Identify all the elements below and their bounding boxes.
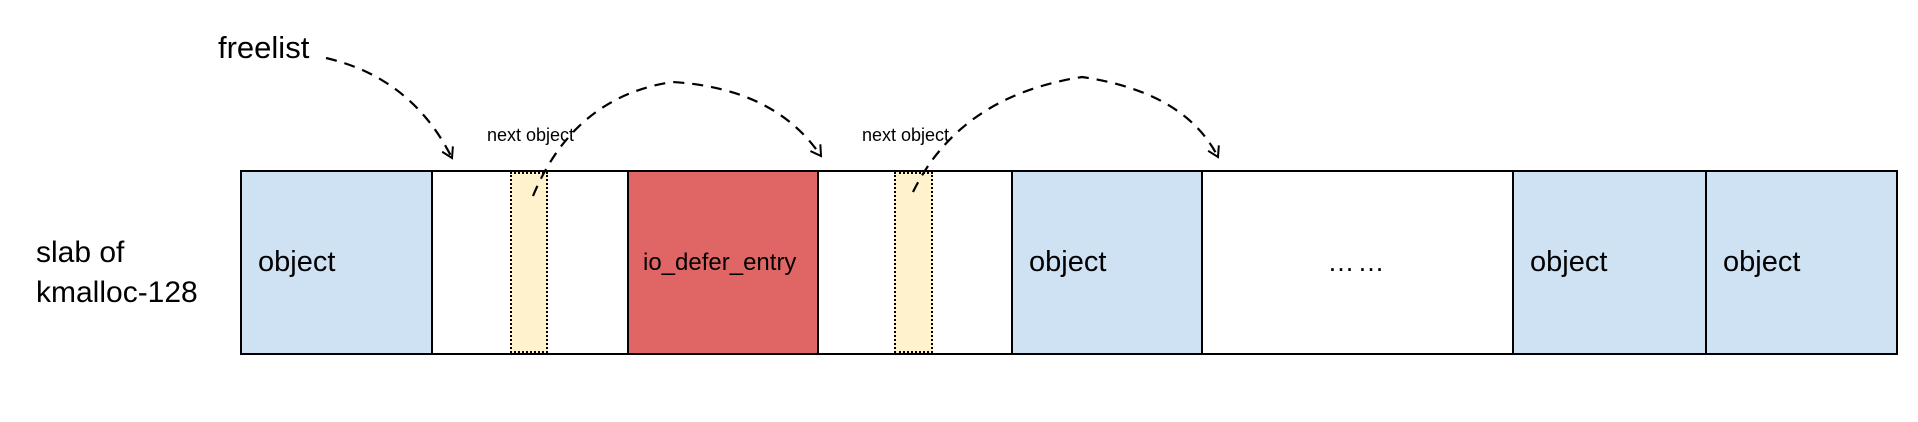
freelist-label: freelist [218, 30, 310, 65]
freelist-pointer-cell-1 [510, 172, 548, 353]
slot-object-2: object [1011, 172, 1203, 353]
slab-label-line1: slab of [36, 236, 125, 269]
slab-container: object io_defer_entry object …… object o… [240, 170, 1898, 355]
ellipsis-label: …… [1327, 247, 1388, 277]
slot-object-4: object [1707, 172, 1896, 353]
slot-free-1 [433, 172, 627, 353]
freelist-pointer-cell-2 [894, 172, 933, 353]
next-object-label-2: next object [862, 125, 950, 145]
slot-object-4-label: object [1723, 246, 1801, 278]
slot-io-defer-entry: io_defer_entry [627, 172, 819, 353]
slot-ellipsis: …… [1203, 172, 1512, 353]
slab-label-line2: kmalloc-128 [36, 276, 198, 309]
slot-object-3: object [1512, 172, 1707, 353]
slot-object-2-label: object [1029, 246, 1107, 278]
slot-object-1-label: object [258, 246, 336, 278]
arrow-freelist-to-free-slot-1 [325, 56, 454, 160]
slab-label: slab of kmalloc-128 [36, 233, 198, 313]
slot-object-1: object [242, 172, 433, 353]
io-defer-entry-label: io_defer_entry [643, 248, 797, 276]
slot-free-2 [819, 172, 1011, 353]
next-object-label-1: next object [487, 125, 575, 145]
slot-object-3-label: object [1530, 246, 1608, 278]
